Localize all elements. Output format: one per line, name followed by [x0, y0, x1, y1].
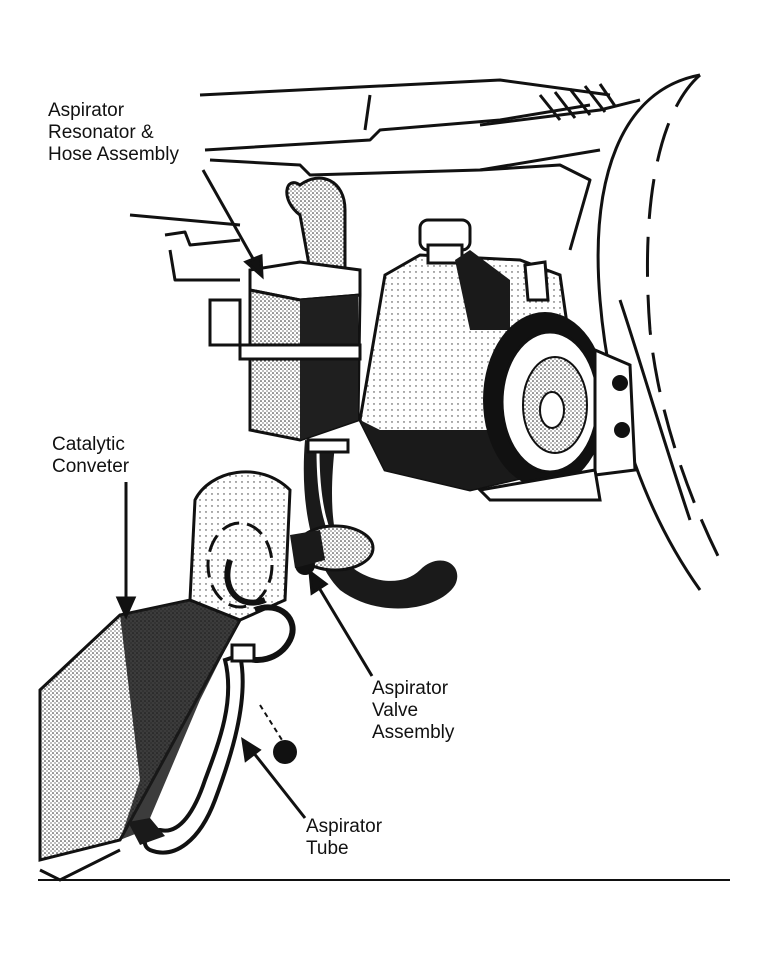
- label-aspirator-tube: Aspirator Tube: [306, 816, 382, 860]
- engine-outline: [129, 78, 641, 282]
- label-aspirator-valve-assembly: Aspirator Valve Assembly: [372, 678, 454, 744]
- arrow-catalytic: [115, 596, 137, 620]
- label-aspirator-resonator-hose-assembly: Aspirator Resonator & Hose Assembly: [48, 100, 179, 166]
- aspirator-valve-assembly: [290, 524, 375, 575]
- leader-valve: [316, 585, 374, 677]
- label-line: Aspirator: [48, 100, 125, 121]
- pump-pulley: [476, 312, 637, 502]
- label-catalytic-converter: Catalytic Conveter: [52, 434, 129, 478]
- arrow-tube: [241, 737, 262, 763]
- label-line: Conveter: [52, 456, 130, 477]
- arrow-resonator: [243, 253, 264, 280]
- arrow-valve: [308, 568, 329, 596]
- label-line: Aspirator: [372, 678, 449, 699]
- label-line: Assembly: [372, 722, 455, 743]
- engine-grille: [538, 83, 617, 121]
- catalytic-converter: [38, 470, 292, 882]
- label-line: Catalytic: [52, 434, 125, 455]
- label-line: Aspirator: [306, 816, 383, 837]
- leader-tube: [251, 751, 307, 819]
- fender: [596, 73, 722, 591]
- label-line: Tube: [306, 838, 349, 859]
- aspirator-tube: [128, 604, 297, 855]
- leader-lines: [115, 169, 374, 819]
- label-line: Resonator &: [48, 122, 154, 143]
- leader-resonator: [201, 169, 258, 265]
- label-line: Hose Assembly: [48, 144, 179, 165]
- resonator-hose-assembly: [208, 176, 458, 609]
- label-line: Valve: [372, 700, 419, 721]
